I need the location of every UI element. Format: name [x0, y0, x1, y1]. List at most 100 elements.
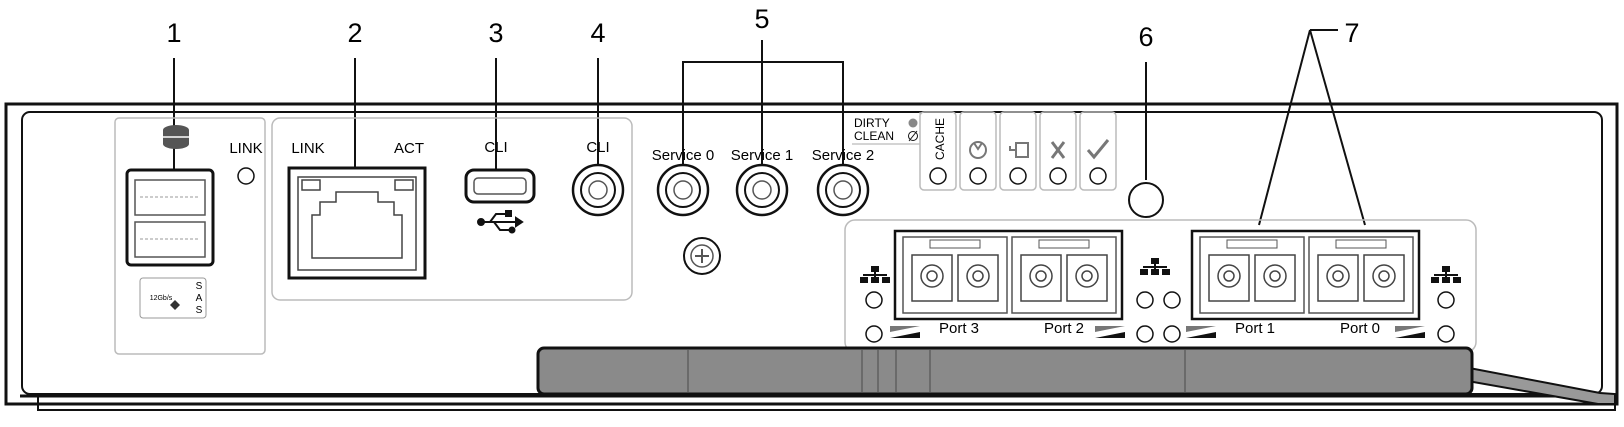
ethernet-port[interactable] [287, 166, 427, 280]
reset-button[interactable] [1128, 182, 1164, 218]
sas-lane-lower [134, 221, 206, 258]
cache-led [929, 167, 947, 185]
enclosure-outer [4, 102, 1619, 406]
callout-number-6: 6 [1138, 22, 1153, 52]
leader-line [1309, 29, 1366, 226]
host-port-3[interactable] [902, 236, 1008, 314]
port2-link-led [1136, 291, 1154, 309]
ethernet-link-label: LINK [291, 140, 324, 157]
sas-panel [114, 117, 266, 355]
activity-arrows-icon [890, 326, 920, 338]
dirty-indicator [908, 118, 918, 128]
service-port-0: Service 0 [652, 147, 715, 217]
serial-socket [580, 172, 616, 208]
ethernet-jack [297, 176, 417, 271]
checkmark-icon [1086, 139, 1110, 160]
callout-number-1: 1 [166, 18, 181, 48]
callout-1: 1 [166, 18, 182, 172]
ethernet-socket [311, 191, 403, 259]
ok-led-block [1079, 111, 1117, 191]
sas-badge [139, 277, 207, 319]
sas-letter: S [196, 281, 203, 292]
port0-link-led [1437, 291, 1455, 309]
host-port-3-label: Port 3 [939, 320, 979, 337]
management-panel [271, 117, 633, 301]
network-icon [860, 266, 890, 283]
ethernet-port-area: LINK ACT [287, 140, 427, 280]
identify-led-block [959, 111, 997, 191]
service-port-1: Service 1 [731, 147, 794, 217]
identify-icon [969, 141, 987, 159]
cache-led-block: CACHE [919, 111, 957, 191]
port2-activity-led [1136, 325, 1154, 343]
fault-led-block [1039, 111, 1077, 191]
ejector-handle[interactable] [536, 346, 1616, 405]
service-port-2: Service 2 [812, 147, 875, 217]
leader-bracket [682, 61, 844, 182]
host-port-cage-right [1190, 229, 1421, 321]
diamond-icon [170, 300, 180, 310]
sas-link-label: LINK [229, 140, 262, 157]
sas-letter: A [196, 293, 203, 304]
host-port-cage-left [893, 229, 1124, 321]
host-port-1-label: Port 1 [1235, 320, 1275, 337]
host-port-2-label: Port 2 [1044, 320, 1084, 337]
callout-7: 7 [1258, 18, 1366, 226]
ethernet-act-led [394, 179, 414, 191]
serial-cli-label: CLI [586, 139, 609, 156]
usb-cli-port[interactable] [464, 168, 536, 204]
callout-number-4: 4 [590, 18, 605, 48]
identify-led [969, 167, 987, 185]
port0-activity-led [1437, 325, 1455, 343]
host-port-2[interactable] [1011, 236, 1117, 314]
unlock-led-block [999, 111, 1037, 191]
sas-link-led [237, 167, 255, 185]
screw-icon [683, 237, 721, 275]
serial-cli-port-area: CLI [571, 139, 625, 217]
unlock-icon [1009, 142, 1029, 158]
ethernet-act-label: ACT [394, 140, 424, 157]
host-port-0[interactable] [1308, 236, 1414, 314]
cache-status-area: DIRTY CLEAN [852, 112, 921, 145]
usb-cli-label: CLI [484, 139, 507, 156]
usb-icon [477, 210, 524, 234]
callout-2: 2 [347, 18, 363, 168]
activity-arrows-icon [1186, 326, 1216, 338]
usb-socket [473, 177, 527, 195]
callout-6: 6 [1138, 22, 1154, 180]
port1-link-led [1163, 291, 1181, 309]
service-port-label: Service 1 [731, 147, 794, 164]
callout-number-7: 7 [1344, 18, 1359, 48]
fault-x-icon [1050, 141, 1066, 159]
activity-arrows-icon [1395, 326, 1425, 338]
network-icon [1431, 266, 1461, 283]
leader-line [1258, 29, 1311, 226]
cache-clean-label: CLEAN [854, 129, 894, 143]
unlock-led [1009, 167, 1027, 185]
network-icon [1140, 258, 1170, 275]
sas-lane-upper [134, 179, 206, 216]
fault-led [1049, 167, 1067, 185]
sas-letter: S [196, 305, 203, 316]
port3-activity-led [865, 325, 883, 343]
port1-activity-led [1163, 325, 1181, 343]
callout-number-3: 3 [488, 18, 503, 48]
service-port-label: Service 0 [652, 147, 715, 164]
sas-connector[interactable] [125, 168, 215, 267]
host-port-0-label: Port 0 [1340, 320, 1380, 337]
service-port-label: Service 2 [812, 147, 875, 164]
sas-port-area: LINK 12Gb/s S A S [114, 117, 266, 355]
ok-led [1089, 167, 1107, 185]
callout-number-2: 2 [347, 18, 362, 48]
port3-link-led [865, 291, 883, 309]
activity-arrows-icon [1095, 326, 1125, 338]
cache-dirty-label: DIRTY [854, 116, 890, 130]
callout-number-5: 5 [754, 4, 769, 34]
ethernet-link-led [301, 179, 321, 191]
host-port-1[interactable] [1199, 236, 1305, 314]
callout-3: 3 [488, 18, 504, 170]
database-icon [163, 125, 189, 149]
handle-bar [536, 346, 1474, 396]
sas-speed-label: 12Gb/s [150, 295, 173, 302]
